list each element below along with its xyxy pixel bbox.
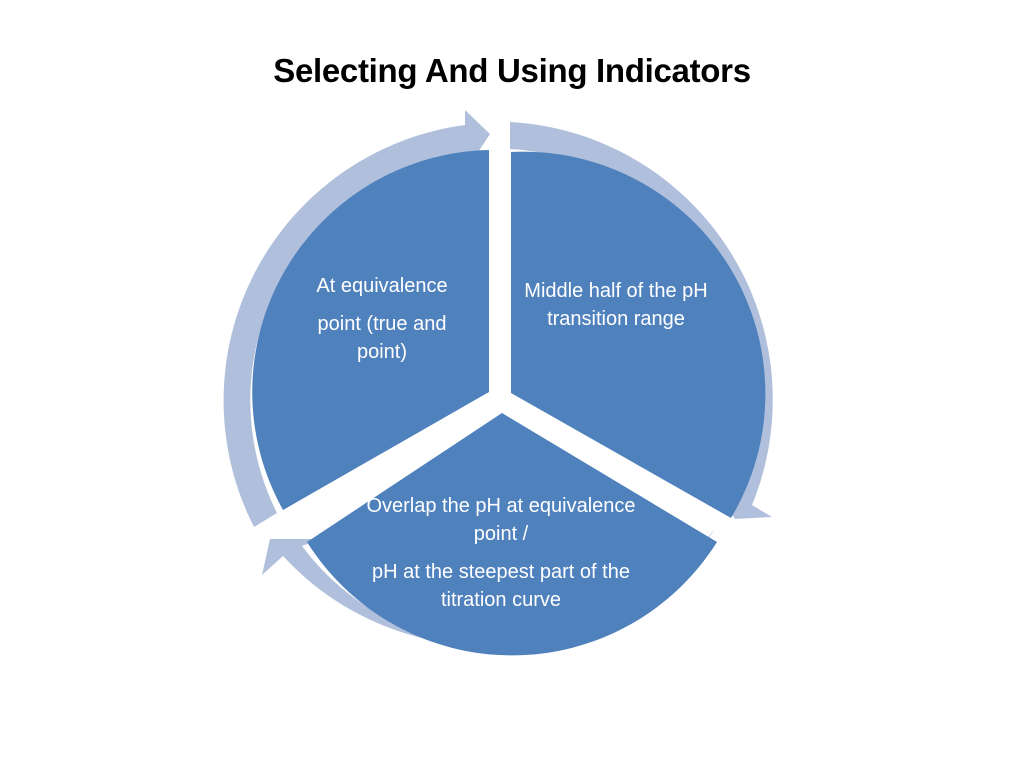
segment-left-line2: point (true and point) xyxy=(317,313,447,363)
segment-right xyxy=(511,151,766,519)
segment-right-line1: Middle half of the pH transition range xyxy=(524,280,708,330)
segment-left-text: At equivalence point (true and point) xyxy=(292,272,472,366)
segment-left xyxy=(252,150,489,510)
segment-left-line1: At equivalence xyxy=(316,275,448,297)
segment-bottom xyxy=(307,413,717,656)
segment-bottom-text: Overlap the pH at equivalence point / pH… xyxy=(355,492,647,614)
ring-arrow-top-right xyxy=(510,122,773,519)
slide-title: Selecting And Using Indicators xyxy=(273,52,751,89)
segment-right-text: Middle half of the pH transition range xyxy=(520,277,712,333)
segment-bottom-line1: Overlap the pH at equivalence point / xyxy=(366,495,636,545)
segment-bottom-line2: pH at the steepest part of the titration… xyxy=(372,561,630,611)
ring-arrow-bottom xyxy=(262,528,715,648)
